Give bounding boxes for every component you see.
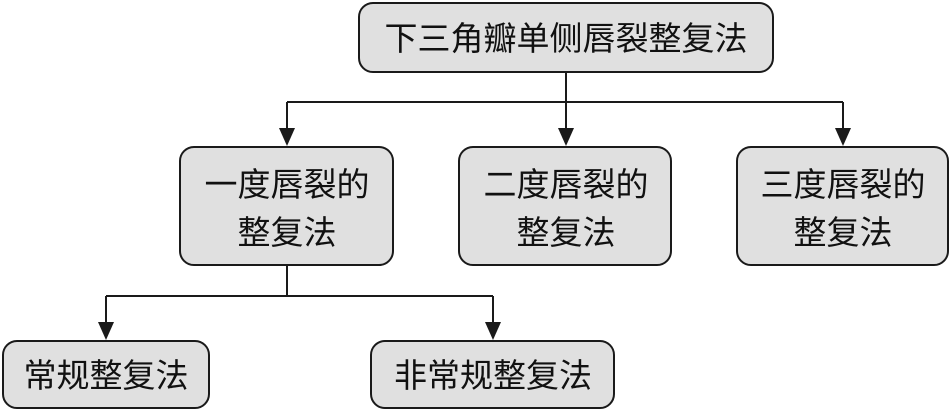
leaf-conventional-label: 常规整复法 [24, 356, 189, 395]
node-degree-3-line1: 三度唇裂的 [761, 165, 926, 204]
arrowhead-to-leaf-2 [485, 322, 501, 340]
node-degree-1: 一度唇裂的 整复法 [179, 146, 394, 266]
root-node: 下三角瓣单侧唇裂整复法 [358, 2, 774, 73]
arrowhead-to-leaf-1 [98, 322, 114, 340]
leaf-conventional: 常规整复法 [2, 340, 210, 409]
node-degree-3-line2: 整复法 [794, 213, 893, 252]
leaf-unconventional-label: 非常规整复法 [394, 356, 592, 395]
node-degree-2-line1: 二度唇裂的 [484, 165, 649, 204]
arrowhead-to-node-3 [835, 128, 851, 146]
arrowhead-to-node-1 [279, 128, 295, 146]
root-node-label: 下三角瓣单侧唇裂整复法 [385, 19, 748, 58]
node-degree-2: 二度唇裂的 整复法 [458, 146, 672, 266]
connectors-root [279, 72, 851, 146]
leaf-unconventional: 非常规整复法 [370, 340, 615, 409]
node-degree-2-line2: 整复法 [517, 213, 616, 252]
node-degree-1-line2: 整复法 [238, 213, 337, 252]
connectors-node-1 [98, 266, 501, 340]
node-degree-1-line1: 一度唇裂的 [205, 165, 370, 204]
arrowhead-to-node-2 [558, 128, 574, 146]
node-degree-3: 三度唇裂的 整复法 [736, 146, 949, 266]
